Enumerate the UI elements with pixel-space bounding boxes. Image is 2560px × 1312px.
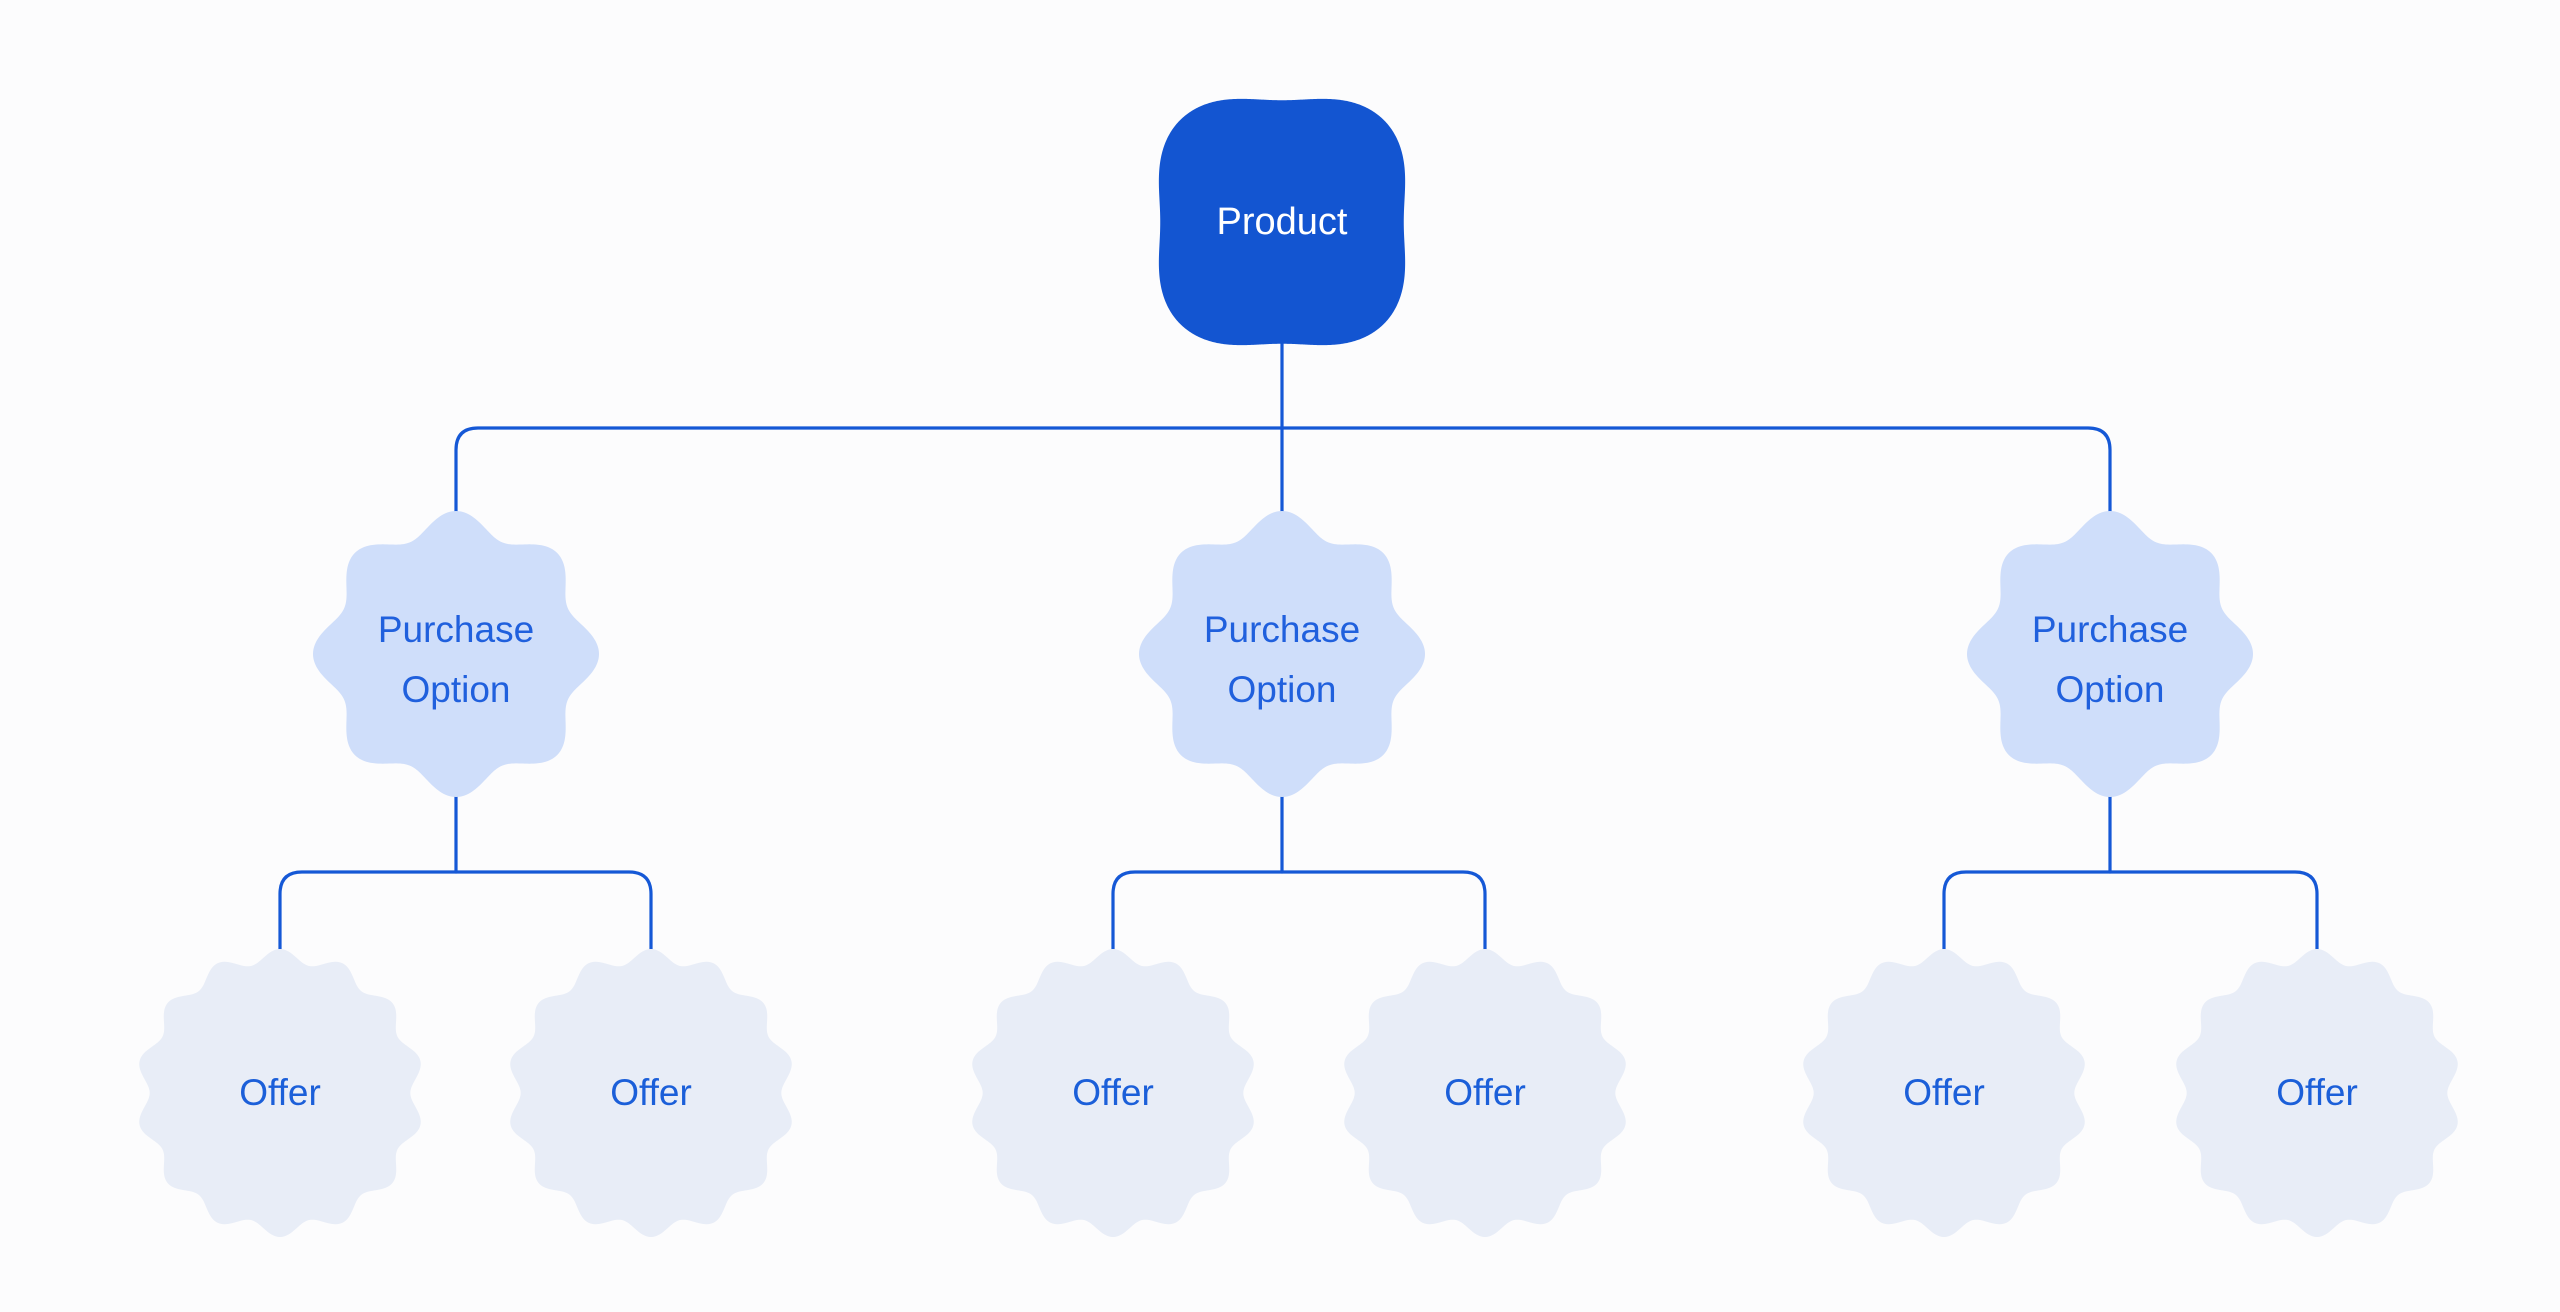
- connector-option1-bus: [278, 870, 653, 962]
- node-offer-1[interactable]: Offer: [139, 949, 421, 1237]
- node-offer-5[interactable]: Offer: [1803, 949, 2085, 1237]
- offer-nodes: Offer Offer Offer Offer Offer Offer: [139, 949, 2458, 1237]
- connector-option3-bus: [1942, 870, 2319, 962]
- offer-shape-4: [1344, 949, 1626, 1237]
- node-offer-6[interactable]: Offer: [2176, 949, 2458, 1237]
- purchase-option-nodes: Purchase Option Purchase Option Purchase…: [313, 511, 2253, 797]
- connector-option2-bus: [1111, 870, 1487, 962]
- offer-shape-1: [139, 949, 421, 1237]
- purchase-option-shape-3: [1967, 511, 2253, 797]
- node-offer-2[interactable]: Offer: [510, 949, 792, 1237]
- node-product[interactable]: Product: [1158, 98, 1406, 346]
- node-purchase-option-3[interactable]: Purchase Option: [1967, 511, 2253, 797]
- node-offer-3[interactable]: Offer: [972, 949, 1254, 1237]
- purchase-option-shape-2: [1139, 511, 1425, 797]
- node-purchase-option-2[interactable]: Purchase Option: [1139, 511, 1425, 797]
- product-shape: [1158, 98, 1406, 346]
- offer-shape-5: [1803, 949, 2085, 1237]
- offer-shape-3: [972, 949, 1254, 1237]
- offer-shape-2: [510, 949, 792, 1237]
- offer-shape-6: [2176, 949, 2458, 1237]
- node-purchase-option-1[interactable]: Purchase Option: [313, 511, 599, 797]
- node-offer-4[interactable]: Offer: [1344, 949, 1626, 1237]
- purchase-option-shape-1: [313, 511, 599, 797]
